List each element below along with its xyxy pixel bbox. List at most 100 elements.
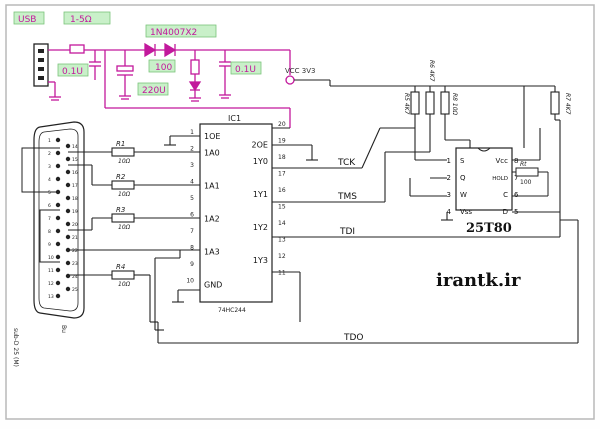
ic1-pin-number: 10 bbox=[186, 278, 194, 285]
connector-pin bbox=[65, 286, 71, 292]
power-section bbox=[33, 42, 295, 128]
ic1-pin-number: 18 bbox=[278, 154, 286, 161]
connector-pin bbox=[55, 150, 61, 156]
flash-pin-name: S bbox=[460, 157, 465, 165]
connector-pin-number: 9 bbox=[48, 242, 51, 248]
connector-pin bbox=[55, 176, 61, 182]
cap2-label: 220U bbox=[142, 86, 166, 96]
connector-pin bbox=[55, 137, 61, 143]
ic1-pin-name: 2OE bbox=[252, 141, 268, 150]
connector-pin bbox=[65, 234, 71, 240]
ic1-pin-name: 1A3 bbox=[204, 248, 220, 257]
connector-pin-number: 24 bbox=[72, 274, 78, 280]
flash-pin-name: W bbox=[460, 191, 467, 199]
ic1-pin-number: 15 bbox=[278, 204, 286, 211]
connector-pin-number: 10 bbox=[48, 255, 54, 261]
connector-pin-number: 13 bbox=[48, 294, 54, 300]
connector-aux-label: Bu bbox=[60, 325, 67, 333]
connector-pin bbox=[65, 195, 71, 201]
connector-pin-number: 6 bbox=[48, 203, 51, 209]
ic1-pin-name: 1A2 bbox=[204, 215, 220, 224]
r1-label: R1 bbox=[116, 140, 125, 148]
ic1-pin-number: 12 bbox=[278, 253, 286, 260]
flash-pin-number: 8 bbox=[514, 157, 518, 165]
ic1-part: 74HC244 bbox=[218, 307, 246, 314]
connector-pin-number: 11 bbox=[48, 268, 54, 274]
r1-value: 10Ω bbox=[118, 158, 131, 165]
rt-label: Rt bbox=[520, 161, 527, 168]
diagram-border bbox=[5, 4, 595, 420]
flash-pin-name: Q bbox=[460, 174, 466, 182]
connector-pin-number: 22 bbox=[72, 248, 78, 254]
r2-label: R2 bbox=[116, 173, 126, 181]
ic1-pin-number: 19 bbox=[278, 138, 286, 145]
r7-label: R7 4K7 bbox=[564, 93, 571, 115]
pullup-labels: R5 4K7 R6 4K7 R8 10Ω R7 4K7 bbox=[403, 60, 571, 116]
connector-label: sub-D 25 (M) bbox=[12, 328, 19, 367]
r2-value: 10Ω bbox=[118, 191, 131, 198]
ic1-pin-name: 1Y1 bbox=[253, 190, 268, 199]
connector-pin-number: 14 bbox=[72, 144, 78, 150]
res-label: 100 bbox=[155, 63, 172, 73]
ic1-pin-name: 1Y3 bbox=[253, 256, 268, 265]
flash-pin-number: 3 bbox=[447, 191, 451, 199]
connector-pin-number: 16 bbox=[72, 170, 78, 176]
r4-label: R4 bbox=[116, 263, 125, 271]
connector-pin-number: 19 bbox=[72, 209, 78, 215]
connector-pin bbox=[55, 267, 61, 273]
connector-pin-number: 5 bbox=[48, 190, 51, 196]
signal-labels: TCK TMS TDI TDO bbox=[337, 158, 364, 343]
ic1-pin-name: 1OE bbox=[204, 132, 220, 141]
connector-pin-number: 25 bbox=[72, 287, 78, 293]
flash-pin-number: 6 bbox=[514, 191, 519, 199]
ic1-pin-number: 1 bbox=[190, 129, 194, 136]
watermark: irantk.ir bbox=[436, 270, 521, 291]
tms-label: TMS bbox=[337, 192, 357, 202]
cap1-label: 0.1U bbox=[62, 67, 83, 77]
ic1-pin-number: 13 bbox=[278, 237, 286, 244]
connector-pin bbox=[65, 208, 71, 214]
ic1-pin-number: 2 bbox=[190, 146, 194, 153]
r4-value: 10Ω bbox=[118, 281, 131, 288]
ic1-pin-number: 11 bbox=[278, 270, 286, 277]
ic1-pin-number: 16 bbox=[278, 187, 286, 194]
ic1-title: IC1 bbox=[228, 114, 241, 123]
subd25-connector: 1234567891011121314151617181920212223242… bbox=[12, 121, 85, 367]
ic1-pin-number: 9 bbox=[190, 261, 194, 268]
flash-pin-number: 4 bbox=[447, 208, 452, 216]
ic1-pin-name: GND bbox=[204, 281, 222, 290]
ic1-pin-number: 14 bbox=[278, 220, 286, 227]
resistor-labels: R1 10Ω R2 10Ω R3 10Ω R4 10Ω bbox=[116, 140, 131, 288]
ic1-pin-name: 1A0 bbox=[204, 149, 220, 158]
connector-pins bbox=[55, 137, 71, 299]
flash-pin-number: 5 bbox=[514, 208, 518, 216]
tdi-label: TDI bbox=[339, 227, 355, 237]
connector-pin bbox=[55, 254, 61, 260]
ic1-pin-number: 4 bbox=[190, 179, 194, 186]
ic1-pin-number: 17 bbox=[278, 171, 286, 178]
vcc-rail bbox=[294, 79, 556, 148]
connector-pin bbox=[65, 156, 71, 162]
connector-pin-numbers: 1234567891011121314151617181920212223242… bbox=[48, 138, 78, 300]
connector-pin-number: 23 bbox=[72, 261, 78, 267]
r5-label: R5 4K7 bbox=[403, 93, 410, 115]
connector-pin bbox=[65, 221, 71, 227]
tck-label: TCK bbox=[337, 158, 356, 168]
connector-pin bbox=[55, 293, 61, 299]
connector-pin-number: 17 bbox=[72, 183, 78, 189]
ic1-pin-number: 7 bbox=[190, 228, 194, 235]
r6-label: R6 4K7 bbox=[428, 60, 435, 82]
vcc-label: VCC 3V3 bbox=[285, 67, 316, 75]
ic1-pin-number: 3 bbox=[190, 162, 194, 169]
connector-pin-number: 18 bbox=[72, 196, 78, 202]
pullup-resistors bbox=[410, 91, 560, 128]
cap3-label: 0.1U bbox=[235, 65, 256, 75]
connector-pin bbox=[55, 215, 61, 221]
flash-pin-number: 1 bbox=[447, 157, 451, 165]
ic1-pin-number: 5 bbox=[190, 195, 194, 202]
connector-pin bbox=[55, 241, 61, 247]
